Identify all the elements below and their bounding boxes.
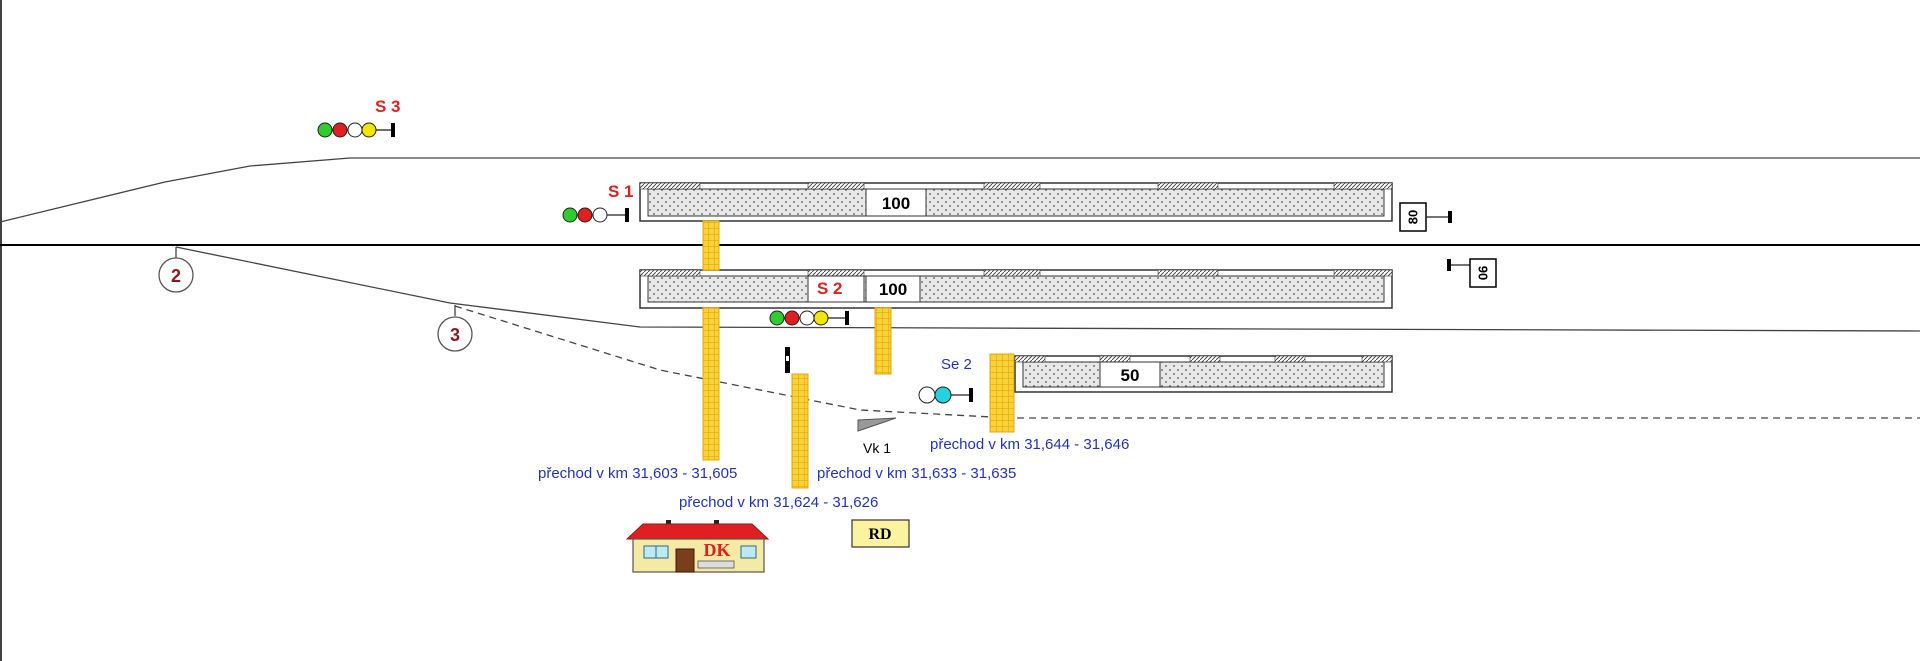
switch-2: 2 bbox=[158, 257, 194, 293]
crossing-1-label: přechod v km 31,603 - 31,605 bbox=[538, 465, 737, 482]
platform-1: 100 bbox=[639, 182, 1393, 222]
speed-board-90: 90 bbox=[1447, 258, 1497, 288]
speed-board-80-label: 80 bbox=[1406, 210, 1421, 224]
crossing-1-upper bbox=[702, 220, 720, 271]
track-lower bbox=[175, 246, 1920, 332]
crossing-3-label: přechod v km 31,633 - 31,635 bbox=[817, 465, 1016, 482]
platform-3: 50 bbox=[1014, 355, 1393, 393]
crossing-2-label: přechod v km 31,624 - 31,626 bbox=[679, 494, 878, 511]
crossing-3 bbox=[874, 307, 892, 375]
platform-2: 100 bbox=[639, 269, 1393, 309]
platform-2-number: 100 bbox=[879, 280, 907, 299]
station-building-icon: DK bbox=[625, 520, 770, 573]
signal-se2-label: Se 2 bbox=[941, 356, 972, 373]
platform-3-number: 50 bbox=[1121, 366, 1140, 385]
signal-se2: Se 2 bbox=[918, 356, 973, 404]
speed-board-90-label: 90 bbox=[1476, 266, 1491, 280]
platform-1-number: 100 bbox=[882, 194, 910, 213]
track-end-triangle-icon bbox=[857, 417, 897, 432]
track-end-vk1: Vk 1 bbox=[857, 417, 897, 456]
signal-s1: S 1 bbox=[562, 182, 634, 223]
signal-s1-label: S 1 bbox=[608, 182, 634, 201]
crossings bbox=[702, 220, 1015, 489]
signal-s3: S 3 bbox=[317, 97, 401, 138]
rd-label: RD bbox=[868, 526, 891, 543]
signal-s2: S 2 bbox=[769, 279, 849, 326]
shunt-marker bbox=[785, 347, 790, 373]
crossing-1-lower bbox=[702, 307, 720, 461]
switch-2-label: 2 bbox=[171, 266, 181, 286]
building-sign: DK bbox=[704, 540, 731, 560]
tracks bbox=[0, 157, 1920, 419]
crossing-2 bbox=[791, 373, 809, 489]
track-end-label: Vk 1 bbox=[863, 440, 891, 456]
signal-s3-label: S 3 bbox=[375, 97, 401, 116]
speed-board-80: 80 bbox=[1399, 202, 1452, 232]
switch-3-label: 3 bbox=[450, 325, 460, 345]
crossing-4 bbox=[989, 353, 1015, 433]
signal-s2-label: S 2 bbox=[817, 279, 843, 298]
track-upper bbox=[0, 157, 1920, 223]
switch-3: 3 bbox=[437, 316, 473, 352]
rd-box: RD bbox=[851, 519, 910, 548]
crossing-4-label: přechod v km 31,644 - 31,646 bbox=[930, 436, 1129, 453]
